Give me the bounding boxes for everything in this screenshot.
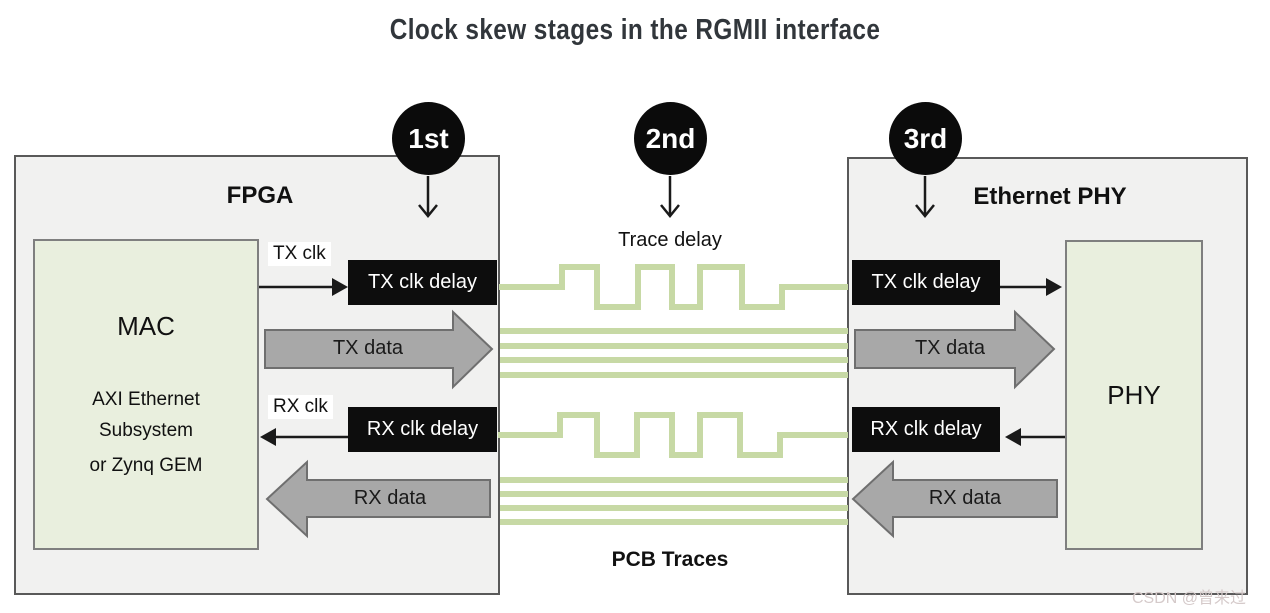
tx-clk-delay-box-fpga: TX clk delay <box>348 260 497 305</box>
trace-delay-label: Trace delay <box>618 229 722 251</box>
ethernet-phy-title: Ethernet PHY <box>973 183 1127 210</box>
phy-inner-box <box>1065 240 1203 550</box>
phy-label: PHY <box>1107 380 1161 410</box>
rx-clk-delay-box-fpga: RX clk delay <box>348 407 497 452</box>
tx-clk-delay-box-phy: TX clk delay <box>852 260 1000 305</box>
mac-subline-1: AXI Ethernet <box>92 389 200 410</box>
stage-2-arrow <box>660 176 680 218</box>
rx-data-trace-lines <box>500 477 848 525</box>
tx-clock-trace-waveform <box>499 264 848 310</box>
rx-data-label-left: RX data <box>353 487 427 509</box>
stage-2-badge: 2nd <box>634 102 707 175</box>
tx-data-trace-lines <box>500 328 848 378</box>
mac-subline-3: or Zynq GEM <box>89 455 203 476</box>
rx-clock-trace-waveform <box>498 412 848 458</box>
pcb-traces-label: PCB Traces <box>611 548 729 571</box>
tx-clk-label: TX clk <box>268 242 331 266</box>
rx-clk-label: RX clk <box>268 395 333 419</box>
stage-1-badge: 1st <box>392 102 465 175</box>
mac-subline-2: Subsystem <box>99 420 193 441</box>
watermark: CSDN @曾来过 <box>1131 590 1246 607</box>
fpga-title: FPGA <box>226 182 294 209</box>
stage-3-badge: 3rd <box>889 102 962 175</box>
tx-data-label-right: TX data <box>914 337 986 359</box>
page-title: Clock skew stages in the RGMII interface <box>389 14 881 46</box>
rx-clk-delay-box-phy: RX clk delay <box>852 407 1000 452</box>
mac-box <box>33 239 259 550</box>
rx-data-label-right: RX data <box>928 487 1002 509</box>
tx-data-label-left: TX data <box>332 337 404 359</box>
mac-label: MAC <box>117 311 175 341</box>
